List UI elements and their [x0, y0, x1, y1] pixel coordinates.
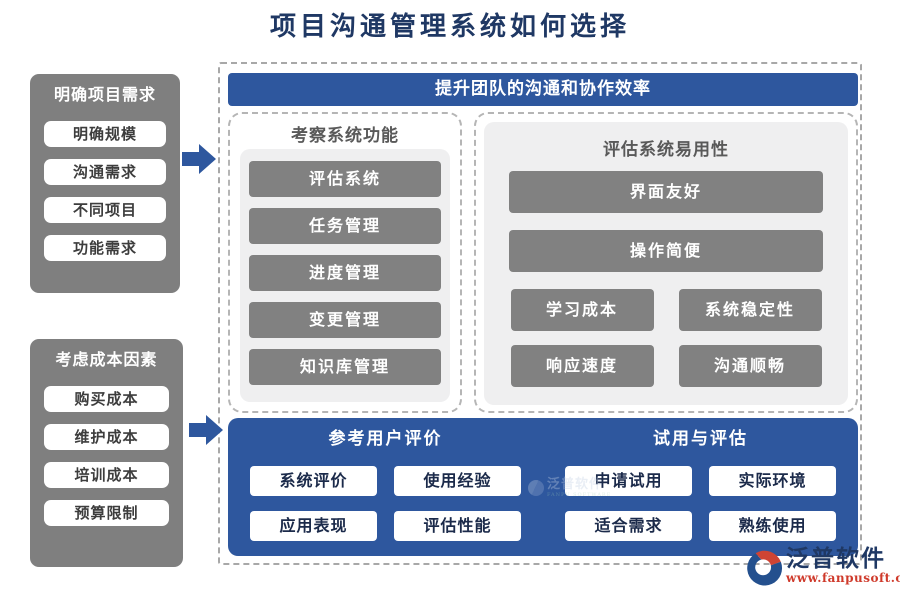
main-dashed-container	[218, 62, 862, 565]
arrow-right-icon	[189, 415, 223, 445]
function-item: 评估系统	[249, 161, 441, 197]
review-item: 系统评价	[250, 466, 377, 496]
trial-item: 适合需求	[565, 511, 692, 541]
list-item: 购买成本	[44, 386, 169, 412]
trial-item: 申请试用	[565, 466, 692, 496]
goal-banner: 提升团队的沟通和协作效率	[228, 73, 858, 106]
usability-item: 界面友好	[509, 171, 823, 213]
list-item: 不同项目	[44, 197, 166, 223]
trial-item: 熟练使用	[709, 511, 836, 541]
usability-item: 系统稳定性	[678, 289, 822, 331]
usability-item: 操作简便	[509, 230, 823, 272]
usability-item: 学习成本	[510, 289, 654, 331]
list-item: 培训成本	[44, 462, 169, 488]
list-item: 明确规模	[44, 121, 166, 147]
requirements-header: 明确项目需求	[53, 85, 156, 104]
trial-header: 试用与评估	[653, 429, 748, 449]
usability-item: 响应速度	[510, 345, 654, 387]
bottom-panel: 参考用户评价 系统评价 使用经验 应用表现 评估性能 试用与评估 申请试用 实际…	[228, 418, 858, 556]
list-item: 沟通需求	[44, 159, 166, 185]
list-item: 功能需求	[44, 235, 166, 261]
fanpu-logo-icon	[747, 550, 783, 586]
trial-item: 实际环境	[709, 466, 836, 496]
trial-section: 试用与评估 申请试用 实际环境 适合需求 熟练使用	[543, 418, 858, 556]
user-review-header: 参考用户评价	[328, 429, 443, 449]
function-panel-header: 考察系统功能	[291, 126, 399, 146]
fanpu-logo: 泛普软件 www.fanpusoft.com	[746, 546, 900, 586]
function-item: 知识库管理	[249, 349, 441, 385]
function-panel: 考察系统功能 评估系统 任务管理 进度管理 变更管理 知识库管理	[228, 112, 462, 413]
usability-panel: 评估系统易用性 界面友好 操作简便 学习成本 系统稳定性 响应速度 沟通顺畅	[474, 112, 858, 413]
review-item: 应用表现	[250, 511, 377, 541]
logo-name: 泛普软件	[786, 545, 886, 572]
user-review-section: 参考用户评价 系统评价 使用经验 应用表现 评估性能	[228, 418, 543, 556]
function-item: 进度管理	[249, 255, 441, 291]
page-title: 项目沟通管理系统如何选择	[269, 12, 630, 42]
usability-panel-body: 评估系统易用性 界面友好 操作简便 学习成本 系统稳定性 响应速度 沟通顺畅	[484, 122, 848, 405]
review-item: 使用经验	[394, 466, 521, 496]
review-item: 评估性能	[394, 511, 521, 541]
cost-header: 考虑成本因素	[55, 350, 158, 369]
requirements-box: 明确项目需求 明确规模 沟通需求 不同项目 功能需求	[30, 74, 180, 293]
usability-item: 沟通顺畅	[678, 345, 822, 387]
logo-url: www.fanpusoft.com	[786, 571, 900, 585]
usability-panel-header: 评估系统易用性	[603, 140, 729, 160]
function-panel-body: 评估系统 任务管理 进度管理 变更管理 知识库管理	[240, 149, 450, 402]
list-item: 预算限制	[44, 500, 169, 526]
function-item: 任务管理	[249, 208, 441, 244]
arrow-right-icon	[182, 144, 216, 174]
list-item: 维护成本	[44, 424, 169, 450]
cost-box: 考虑成本因素 购买成本 维护成本 培训成本 预算限制	[30, 339, 183, 567]
function-item: 变更管理	[249, 302, 441, 338]
